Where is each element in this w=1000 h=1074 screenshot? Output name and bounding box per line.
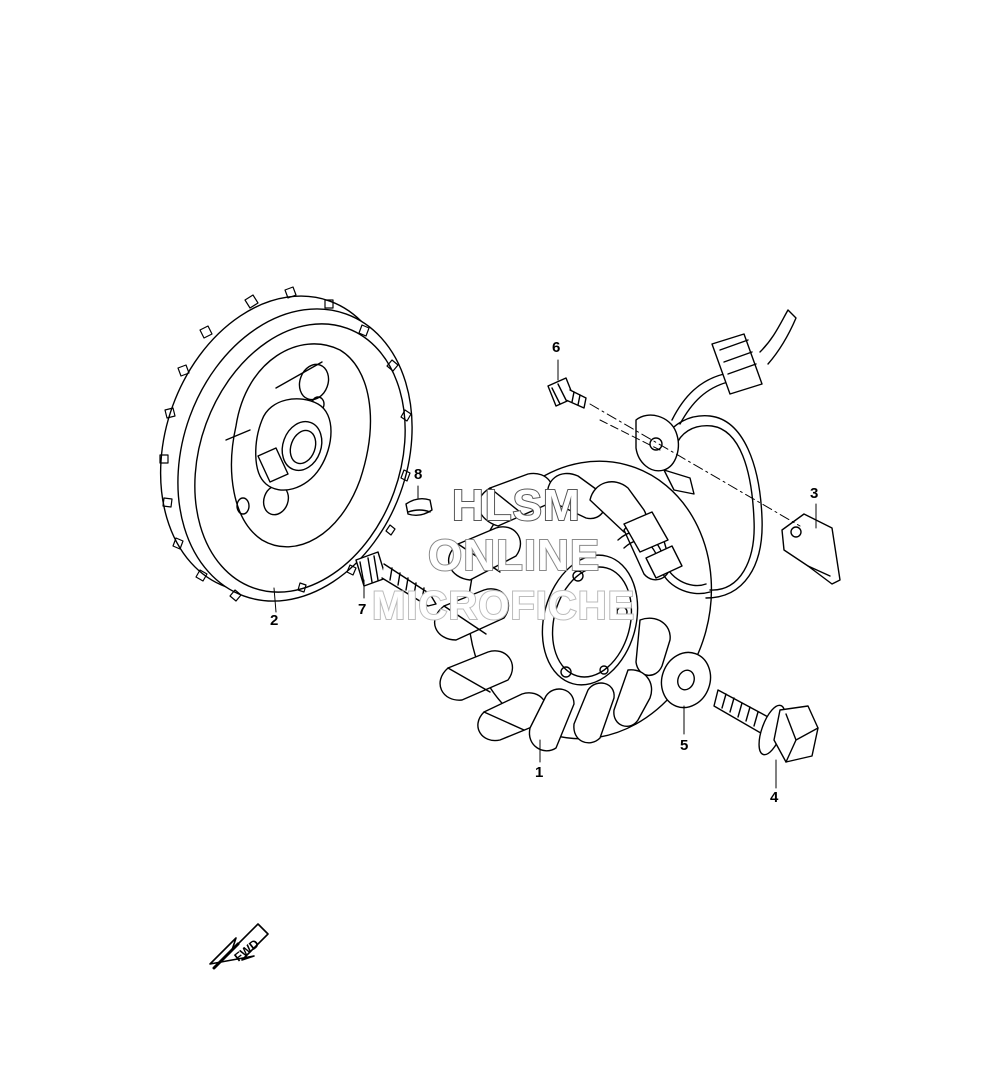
rotor-flywheel: [159, 286, 413, 602]
stator-assembly: [433, 309, 797, 752]
callout-7: 7: [358, 601, 367, 618]
small-screw: [547, 377, 587, 409]
watermark-line-1: HLSM: [451, 481, 581, 530]
callout-2: 2: [270, 612, 279, 629]
watermark-line-3: MICROFICHE: [371, 584, 636, 628]
callout-5: 5: [680, 737, 689, 754]
callout-1: 1: [535, 764, 544, 781]
clamp-bracket: [781, 513, 841, 585]
watermark-line-2: ONLINE: [427, 531, 601, 580]
washer: [660, 651, 712, 709]
callout-6: 6: [552, 339, 561, 356]
callout-4: 4: [770, 789, 779, 806]
key-part: [405, 497, 433, 517]
fwd-arrow-icon: [209, 923, 269, 970]
callout-8: 8: [414, 466, 423, 483]
flange-bolt: [713, 689, 819, 763]
callout-3: 3: [810, 485, 819, 502]
long-screw: [355, 551, 437, 607]
leader-lines: [273, 359, 817, 789]
